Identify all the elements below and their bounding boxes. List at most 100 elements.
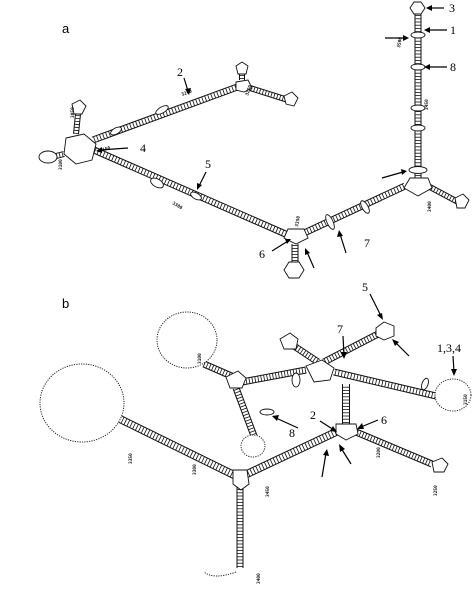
base-pair	[248, 427, 255, 431]
base-pair	[433, 187, 437, 192]
base-pair	[275, 456, 280, 463]
base-pair	[336, 351, 341, 358]
base-pair	[240, 211, 244, 218]
base-pair	[283, 370, 286, 378]
internal-loop	[408, 166, 428, 174]
stem-strand	[245, 428, 335, 472]
base-pair	[441, 191, 445, 197]
base-pair	[248, 377, 251, 384]
base-pair	[289, 369, 292, 376]
base-pair	[318, 435, 323, 443]
base-pair	[216, 367, 220, 374]
base-pair	[416, 455, 420, 462]
base-pair	[251, 217, 255, 223]
base-pair	[258, 464, 262, 472]
base-pair	[421, 389, 424, 396]
base-pair	[393, 383, 396, 390]
base-pair	[424, 390, 427, 397]
base-pair	[108, 154, 112, 160]
stem-strand	[325, 336, 380, 366]
base-pair	[132, 422, 136, 430]
base-pair	[384, 381, 387, 388]
arrowhead	[357, 423, 364, 429]
base-pair	[299, 348, 304, 354]
helix-stem	[291, 244, 299, 262]
base-pair	[140, 426, 145, 434]
base-pair	[189, 101, 193, 108]
base-pair	[146, 429, 151, 437]
base-pair	[317, 222, 322, 229]
base-pair	[263, 222, 267, 228]
base-pair	[123, 125, 126, 132]
base-pair	[192, 100, 196, 106]
base-pair	[346, 372, 350, 379]
base-pair	[253, 86, 256, 92]
base-pair	[206, 459, 211, 466]
base-pair	[403, 385, 406, 392]
base-pair	[427, 391, 431, 398]
base-pair	[169, 440, 174, 448]
base-pair	[152, 432, 157, 440]
position-label: 3100	[58, 159, 64, 170]
base-pair	[198, 97, 202, 104]
helix-stem	[292, 343, 320, 365]
panel-a-letter: a	[62, 21, 70, 36]
callout-label: 3	[449, 1, 455, 15]
stem-strand	[205, 360, 238, 376]
base-pair	[320, 221, 324, 228]
base-pair	[137, 166, 141, 173]
base-pair	[201, 456, 205, 464]
base-pair	[238, 402, 245, 405]
base-pair	[418, 389, 421, 396]
base-pair	[163, 178, 168, 185]
base-pair	[169, 181, 173, 187]
base-pair	[309, 227, 313, 233]
arrow	[342, 335, 345, 356]
base-pair	[394, 445, 398, 452]
base-pair	[149, 431, 154, 438]
arrowhead	[392, 339, 399, 346]
base-pair	[247, 424, 254, 428]
helix-stem	[322, 330, 380, 366]
base-pair	[328, 355, 333, 362]
panel-a-arrows	[96, 5, 447, 269]
base-pair	[147, 116, 150, 123]
base-pair	[340, 370, 343, 377]
base-pair	[396, 186, 400, 193]
base-pair	[406, 386, 409, 393]
position-label: 3250	[244, 84, 253, 97]
base-pair	[213, 92, 217, 99]
base-pair	[111, 155, 115, 162]
base-pair	[269, 373, 271, 380]
callout-label: 6	[259, 247, 265, 261]
hairpin-loop	[431, 457, 449, 473]
arrow	[99, 147, 129, 151]
hairpin-loop	[235, 61, 249, 75]
base-pair	[131, 164, 135, 171]
internal-loop	[410, 63, 426, 71]
position-label: 3350	[128, 453, 134, 464]
base-pair	[123, 418, 128, 425]
base-pair	[180, 104, 184, 111]
base-pair	[228, 86, 232, 93]
panel-a-loops	[38, 1, 470, 279]
base-pair	[149, 172, 153, 178]
base-pair	[413, 454, 417, 460]
base-pair	[105, 152, 109, 159]
base-pair	[371, 333, 376, 340]
arrow	[339, 233, 347, 254]
base-pair	[312, 225, 316, 232]
arrowhead	[197, 183, 202, 190]
base-pair	[314, 224, 319, 231]
base-pair	[143, 428, 148, 435]
base-pair	[120, 416, 125, 424]
helix-stem	[73, 113, 81, 135]
base-pair	[248, 215, 253, 222]
base-pair	[96, 135, 99, 142]
base-pair	[138, 119, 141, 126]
multibranch-loop	[335, 423, 359, 441]
base-pair	[195, 98, 199, 105]
base-pair	[368, 334, 373, 341]
callout-label: 1	[450, 23, 456, 37]
base-pair	[215, 463, 220, 471]
